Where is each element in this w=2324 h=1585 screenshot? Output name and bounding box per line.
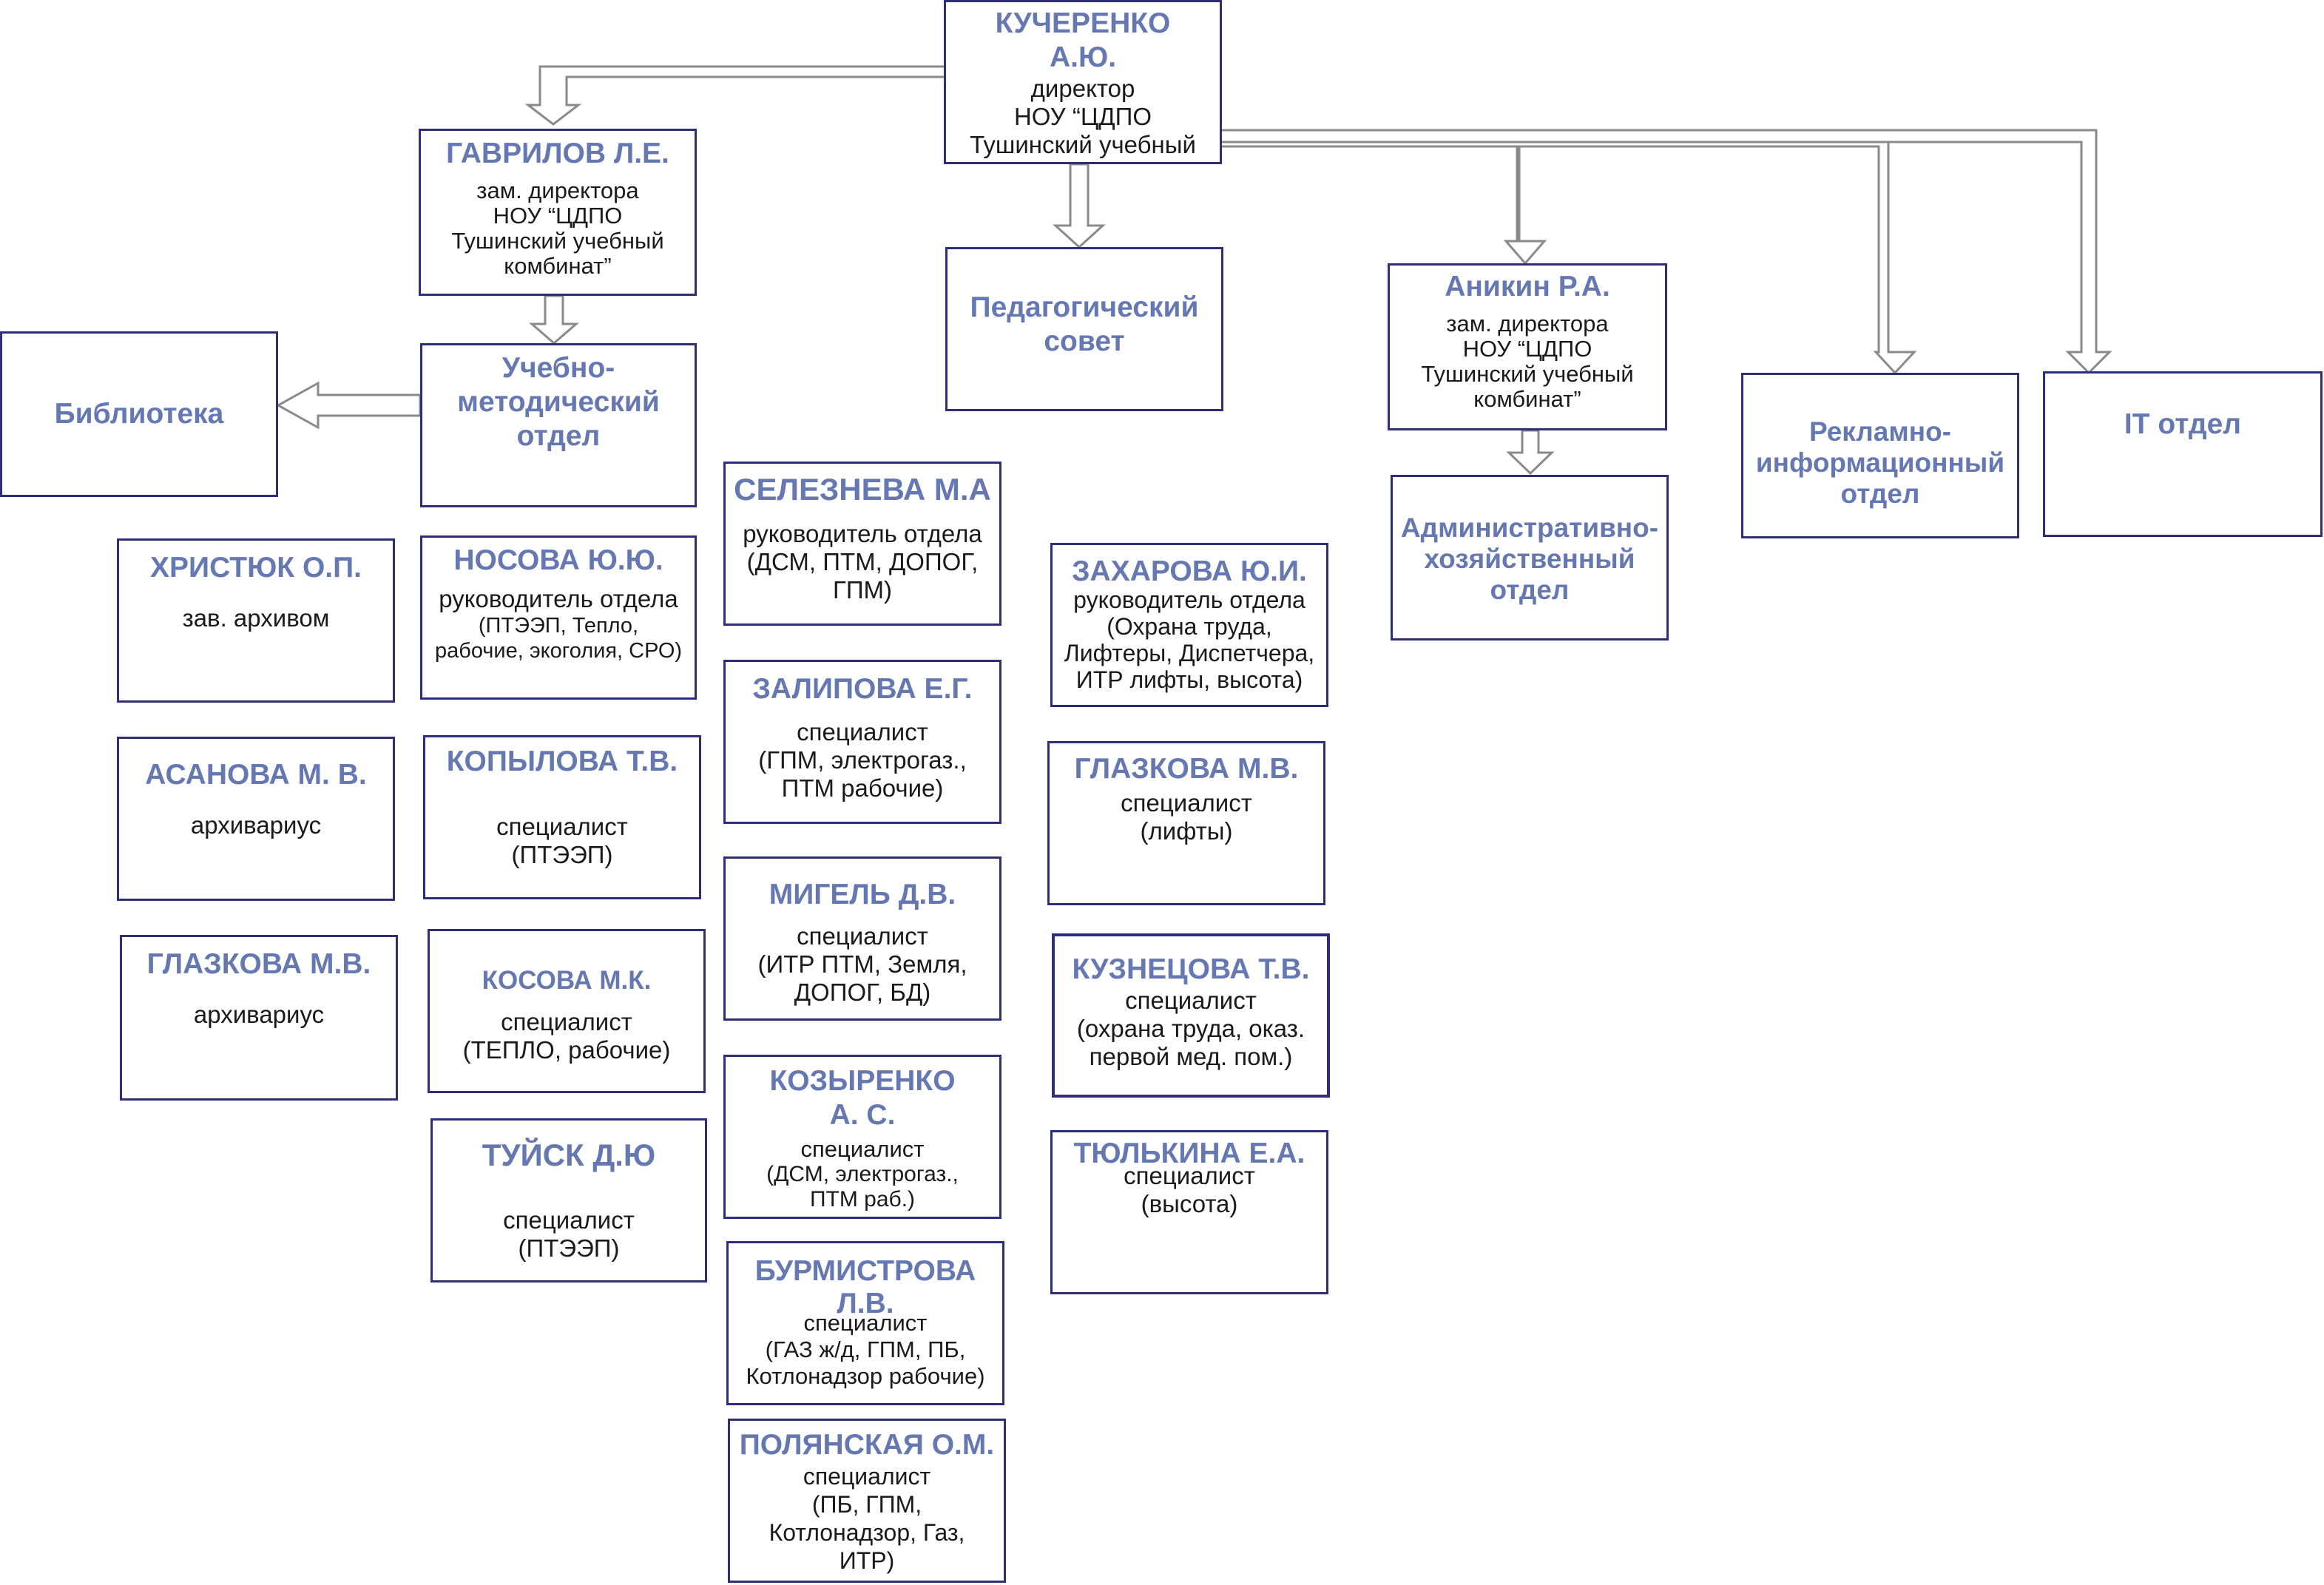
arrow-director-to-council [1053, 163, 1106, 249]
person-name: КОЗЫРЕНКО А. С. [769, 1065, 956, 1131]
person-role: зав. архивом [182, 604, 330, 632]
deputy-gavrilov-name: ГАВРИЛОВ Л.Е. [446, 138, 669, 169]
deputy-gavrilov-box: ГАВРИЛОВ Л.Е. зам. директора НОУ “ЦДПО Т… [419, 129, 697, 296]
person-role: руководитель отдела (ДСМ, ПТМ, ДОПОГ, ГП… [743, 520, 982, 604]
person-detail: (ДСМ, электрогаз., ПТМ раб.) [766, 1162, 959, 1211]
it-dept-box: IT отдел [2043, 371, 2323, 537]
arrow-director-to-it [1219, 129, 2112, 375]
person-role: руководитель отдела [439, 585, 678, 612]
person-name: КОСОВА М.К. [482, 966, 652, 995]
arrow-director-to-anikin [1219, 129, 1547, 266]
archive-card: АСАНОВА М. В. архивариус [117, 737, 395, 901]
person-role: специалист (охрана труда, оказ. первой м… [1076, 987, 1305, 1070]
person-role: специалист (ИТР ПТМ, Земля, ДОПОГ, БД) [757, 922, 967, 1006]
director-name: КУЧЕРЕНКО А.Ю. [995, 7, 1171, 73]
ped-council-box: Педагогический совет [945, 247, 1223, 411]
deputy-anikin-role: зам. директора НОУ “ЦДПО Тушинский учебн… [1421, 311, 1634, 412]
library-name: Библиотека [54, 398, 224, 430]
arrow-gavrilov-to-method [528, 294, 580, 345]
person-name: ТУЙСК Д.Ю [482, 1138, 656, 1172]
person-detail: (ПТЭЭП, Тепло, рабочие, экоголия, СРО) [434, 614, 683, 663]
arrow-director-to-gavrilov [524, 65, 947, 126]
staff-card: КУЗНЕЦОВА Т.В. специалист (охрана труда,… [1052, 933, 1330, 1098]
it-dept-name: IT отдел [2124, 408, 2242, 440]
person-name: БУРМИСТРОВА Л.В. [754, 1255, 976, 1319]
deputy-anikin-box: Аникин Р.А. зам. директора НОУ “ЦДПО Туш… [1388, 263, 1667, 430]
staff-card: БУРМИСТРОВА Л.В. специалист (ГАЗ ж/д, ГП… [726, 1241, 1004, 1405]
person-role: архивариус [193, 1001, 325, 1028]
staff-card: КОСОВА М.К. специалист (ТЕПЛО, рабочие) [428, 929, 706, 1093]
person-name: МИГЕЛЬ Д.В. [769, 879, 956, 910]
person-role: специалист (лифты) [1121, 789, 1252, 845]
method-dept-box: Учебно- методический отдел [420, 343, 697, 507]
person-name: КУЗНЕЦОВА Т.В. [1072, 953, 1310, 985]
arrow-method-to-library [275, 381, 422, 430]
arrow-anikin-to-admin [1506, 429, 1555, 476]
person-role: специалист (ТЕПЛО, рабочие) [462, 1008, 671, 1064]
person-name: ЗАХАРОВА Ю.И. [1072, 555, 1307, 587]
staff-card: ТЮЛЬКИНА Е.А. специалист (высота) [1050, 1130, 1328, 1294]
advert-dept-box: Рекламно- информационный отдел [1741, 373, 2019, 538]
person-name: ГЛАЗКОВА М.В. [1074, 753, 1299, 785]
person-role: специалист (ГАЗ ж/д, ГПМ, ПБ, Котлонадзо… [746, 1310, 985, 1389]
director-role: директор НОУ “ЦДПО Тушинский учебный [970, 75, 1196, 158]
advert-dept-name: Рекламно- информационный отдел [1755, 416, 2005, 509]
arrow-director-to-advert [1219, 135, 1917, 375]
archive-card: ХРИСТЮК О.П. зав. архивом [117, 538, 395, 703]
person-name: НОСОВА Ю.Ю. [453, 544, 663, 576]
person-name: ПОЛЯНСКАЯ О.М. [739, 1429, 995, 1461]
person-role: специалист (ПТЭЭП) [496, 813, 628, 868]
person-name: ТЮЛЬКИНА Е.А. [1073, 1138, 1305, 1169]
person-role: руководитель отдела (Охрана труда, Лифте… [1064, 587, 1315, 693]
person-name: ХРИСТЮК О.П. [150, 552, 362, 584]
ped-council-name: Педагогический совет [970, 291, 1199, 357]
person-role: специалист [800, 1136, 925, 1162]
deputy-gavrilov-role: зам. директора НОУ “ЦДПО Тушинский учебн… [451, 178, 664, 279]
library-box: Библиотека [0, 331, 278, 497]
deputy-anikin-name: Аникин Р.А. [1445, 271, 1610, 303]
person-name: КОПЫЛОВА Т.В. [446, 746, 678, 777]
staff-card: ГЛАЗКОВА М.В. специалист (лифты) [1047, 741, 1325, 905]
archive-card: ГЛАЗКОВА М.В. архивариус [120, 935, 398, 1101]
person-role: специалист (ГПМ, электрогаз., ПТМ рабочи… [758, 718, 967, 802]
person-role: архивариус [190, 811, 322, 839]
person-name: ЗАЛИПОВА Е.Г. [752, 673, 973, 705]
person-role: специалист (ПТЭЭП) [503, 1206, 635, 1262]
method-dept-name: Учебно- методический отдел [457, 352, 660, 452]
admin-dept-name: Административно- хозяйственный отдел [1400, 513, 1659, 605]
person-role: специалист (ПБ, ГПМ, Котлонадзор, Газ, И… [769, 1463, 965, 1574]
staff-card: КОЗЫРЕНКО А. С. специалист (ДСМ, электро… [723, 1055, 1001, 1219]
staff-card: ЗАЛИПОВА Е.Г. специалист (ГПМ, электрога… [723, 660, 1001, 824]
person-name: АСАНОВА М. В. [145, 759, 367, 791]
staff-card: КОПЫЛОВА Т.В. специалист (ПТЭЭП) [423, 735, 701, 899]
person-name: ГЛАЗКОВА М.В. [146, 948, 371, 980]
staff-card: МИГЕЛЬ Д.В. специалист (ИТР ПТМ, Земля, … [723, 856, 1001, 1021]
staff-card: ЗАХАРОВА Ю.И. руководитель отдела (Охран… [1050, 543, 1328, 707]
person-role: специалист (высота) [1124, 1162, 1255, 1217]
staff-card: НОСОВА Ю.Ю. руководитель отдела (ПТЭЭП, … [420, 535, 697, 700]
staff-card: СЕЛЕЗНЕВА М.А руководитель отдела (ДСМ, … [723, 462, 1001, 626]
staff-card: ПОЛЯНСКАЯ О.М. специалист (ПБ, ГПМ, Котл… [728, 1419, 1006, 1583]
staff-card: ТУЙСК Д.Ю специалист (ПТЭЭП) [430, 1118, 707, 1282]
director-box: КУЧЕРЕНКО А.Ю. директор НОУ “ЦДПО Тушинс… [944, 0, 1222, 164]
admin-dept-box: Административно- хозяйственный отдел [1391, 475, 1669, 641]
person-name: СЕЛЕЗНЕВА М.А [734, 472, 991, 507]
